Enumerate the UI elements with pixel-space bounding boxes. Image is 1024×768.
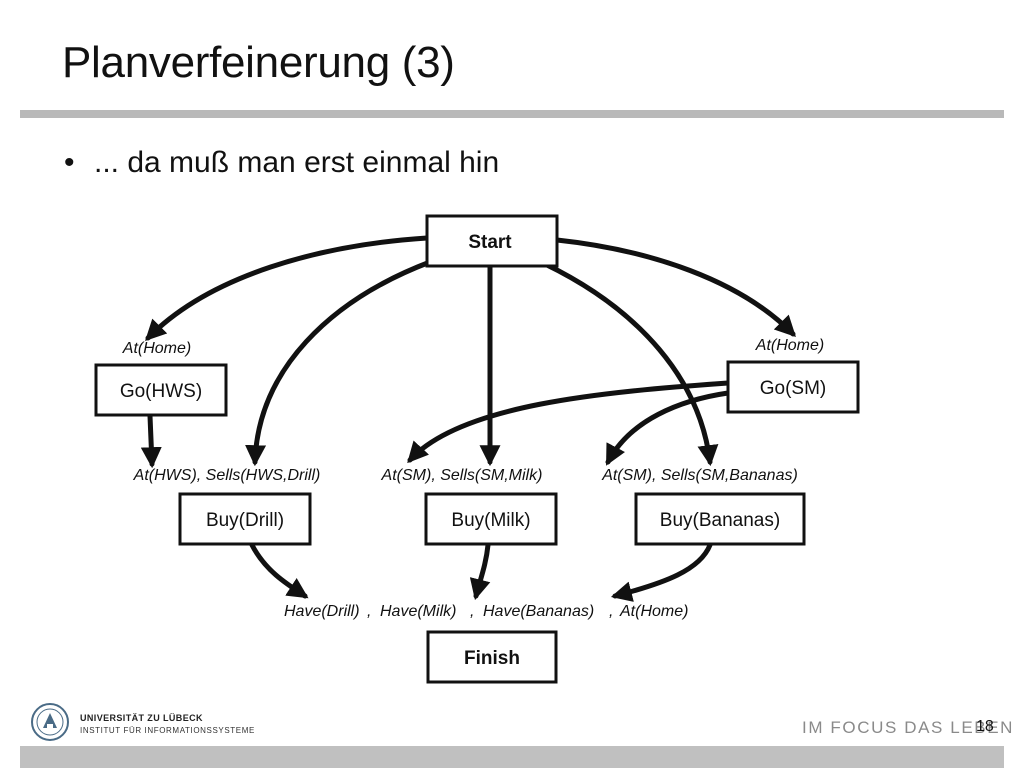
plan-edges <box>140 235 796 602</box>
bullet-item: • ... da muß man erst einmal hin <box>64 146 499 180</box>
edge-start-to-go-sm <box>554 237 796 337</box>
edge-go-sm-to-buy-bananas <box>605 390 731 466</box>
precondition-go-sm: At(Home) <box>755 337 824 354</box>
finish-precondition-3: Have(Bananas) <box>483 603 594 620</box>
precondition-buy-milk: At(SM), Sells(SM,Milk) <box>381 467 543 484</box>
slide-title: Planverfeinerung (3) <box>62 38 455 87</box>
university-seal-icon <box>31 703 69 741</box>
precondition-buy-drill: At(HWS), Sells(HWS,Drill) <box>133 467 321 484</box>
finish-separator-2: , <box>470 603 474 620</box>
edge-go-hws-to-buy-drill <box>140 413 162 469</box>
node-buy-drill: Buy(Drill) <box>178 492 312 546</box>
institute-name: INSTITUT FÜR INFORMATIONSSYSTEME <box>80 726 255 735</box>
node-finish: Finish <box>426 630 558 684</box>
precondition-go-hws: At(Home) <box>122 340 191 357</box>
bullet-marker: • <box>64 146 75 179</box>
page-number: 18 <box>976 718 994 735</box>
node-buy-drill-label: Buy(Drill) <box>206 510 284 531</box>
node-go-sm-label: Go(SM) <box>760 378 827 399</box>
finish-precondition-4: At(Home) <box>619 603 688 620</box>
edge-buy-milk-to-finish <box>469 542 491 601</box>
node-start: Start <box>425 214 559 268</box>
precondition-buy-bananas: At(SM), Sells(SM,Bananas) <box>601 467 798 484</box>
node-go-hws-label: Go(HWS) <box>120 381 202 402</box>
node-buy-bananas: Buy(Bananas) <box>634 492 806 546</box>
title-divider <box>20 110 1004 118</box>
node-go-sm: Go(SM) <box>726 360 860 414</box>
edge-start-to-go-hws <box>145 235 430 341</box>
edge-start-to-buy-drill <box>245 259 433 467</box>
node-buy-bananas-label: Buy(Bananas) <box>660 510 780 531</box>
finish-precondition-2: Have(Milk) <box>380 603 456 620</box>
node-finish-label: Finish <box>464 648 520 669</box>
node-start-label: Start <box>468 232 512 253</box>
university-name: UNIVERSITÄT ZU LÜBECK <box>80 713 203 723</box>
footer-slogan: IM FOCUS DAS LEBEN <box>802 718 1015 737</box>
edge-go-sm-to-buy-milk <box>407 380 731 464</box>
edge-buy-drill-to-finish <box>249 542 309 599</box>
node-buy-milk-label: Buy(Milk) <box>451 510 530 531</box>
finish-separator-3: , <box>609 603 613 620</box>
footer-bar <box>20 746 1004 768</box>
finish-precondition-1: Have(Drill) <box>284 603 360 620</box>
node-go-hws: Go(HWS) <box>94 363 228 417</box>
finish-separator-1: , <box>367 603 371 620</box>
precondition-finish: Have(Drill) , Have(Milk) , Have(Bananas)… <box>284 603 688 620</box>
node-buy-milk: Buy(Milk) <box>424 492 558 546</box>
bullet-text: ... da muß man erst einmal hin <box>94 146 500 179</box>
edge-buy-bananas-to-finish <box>610 542 713 602</box>
edge-start-to-buy-bananas <box>542 261 719 467</box>
